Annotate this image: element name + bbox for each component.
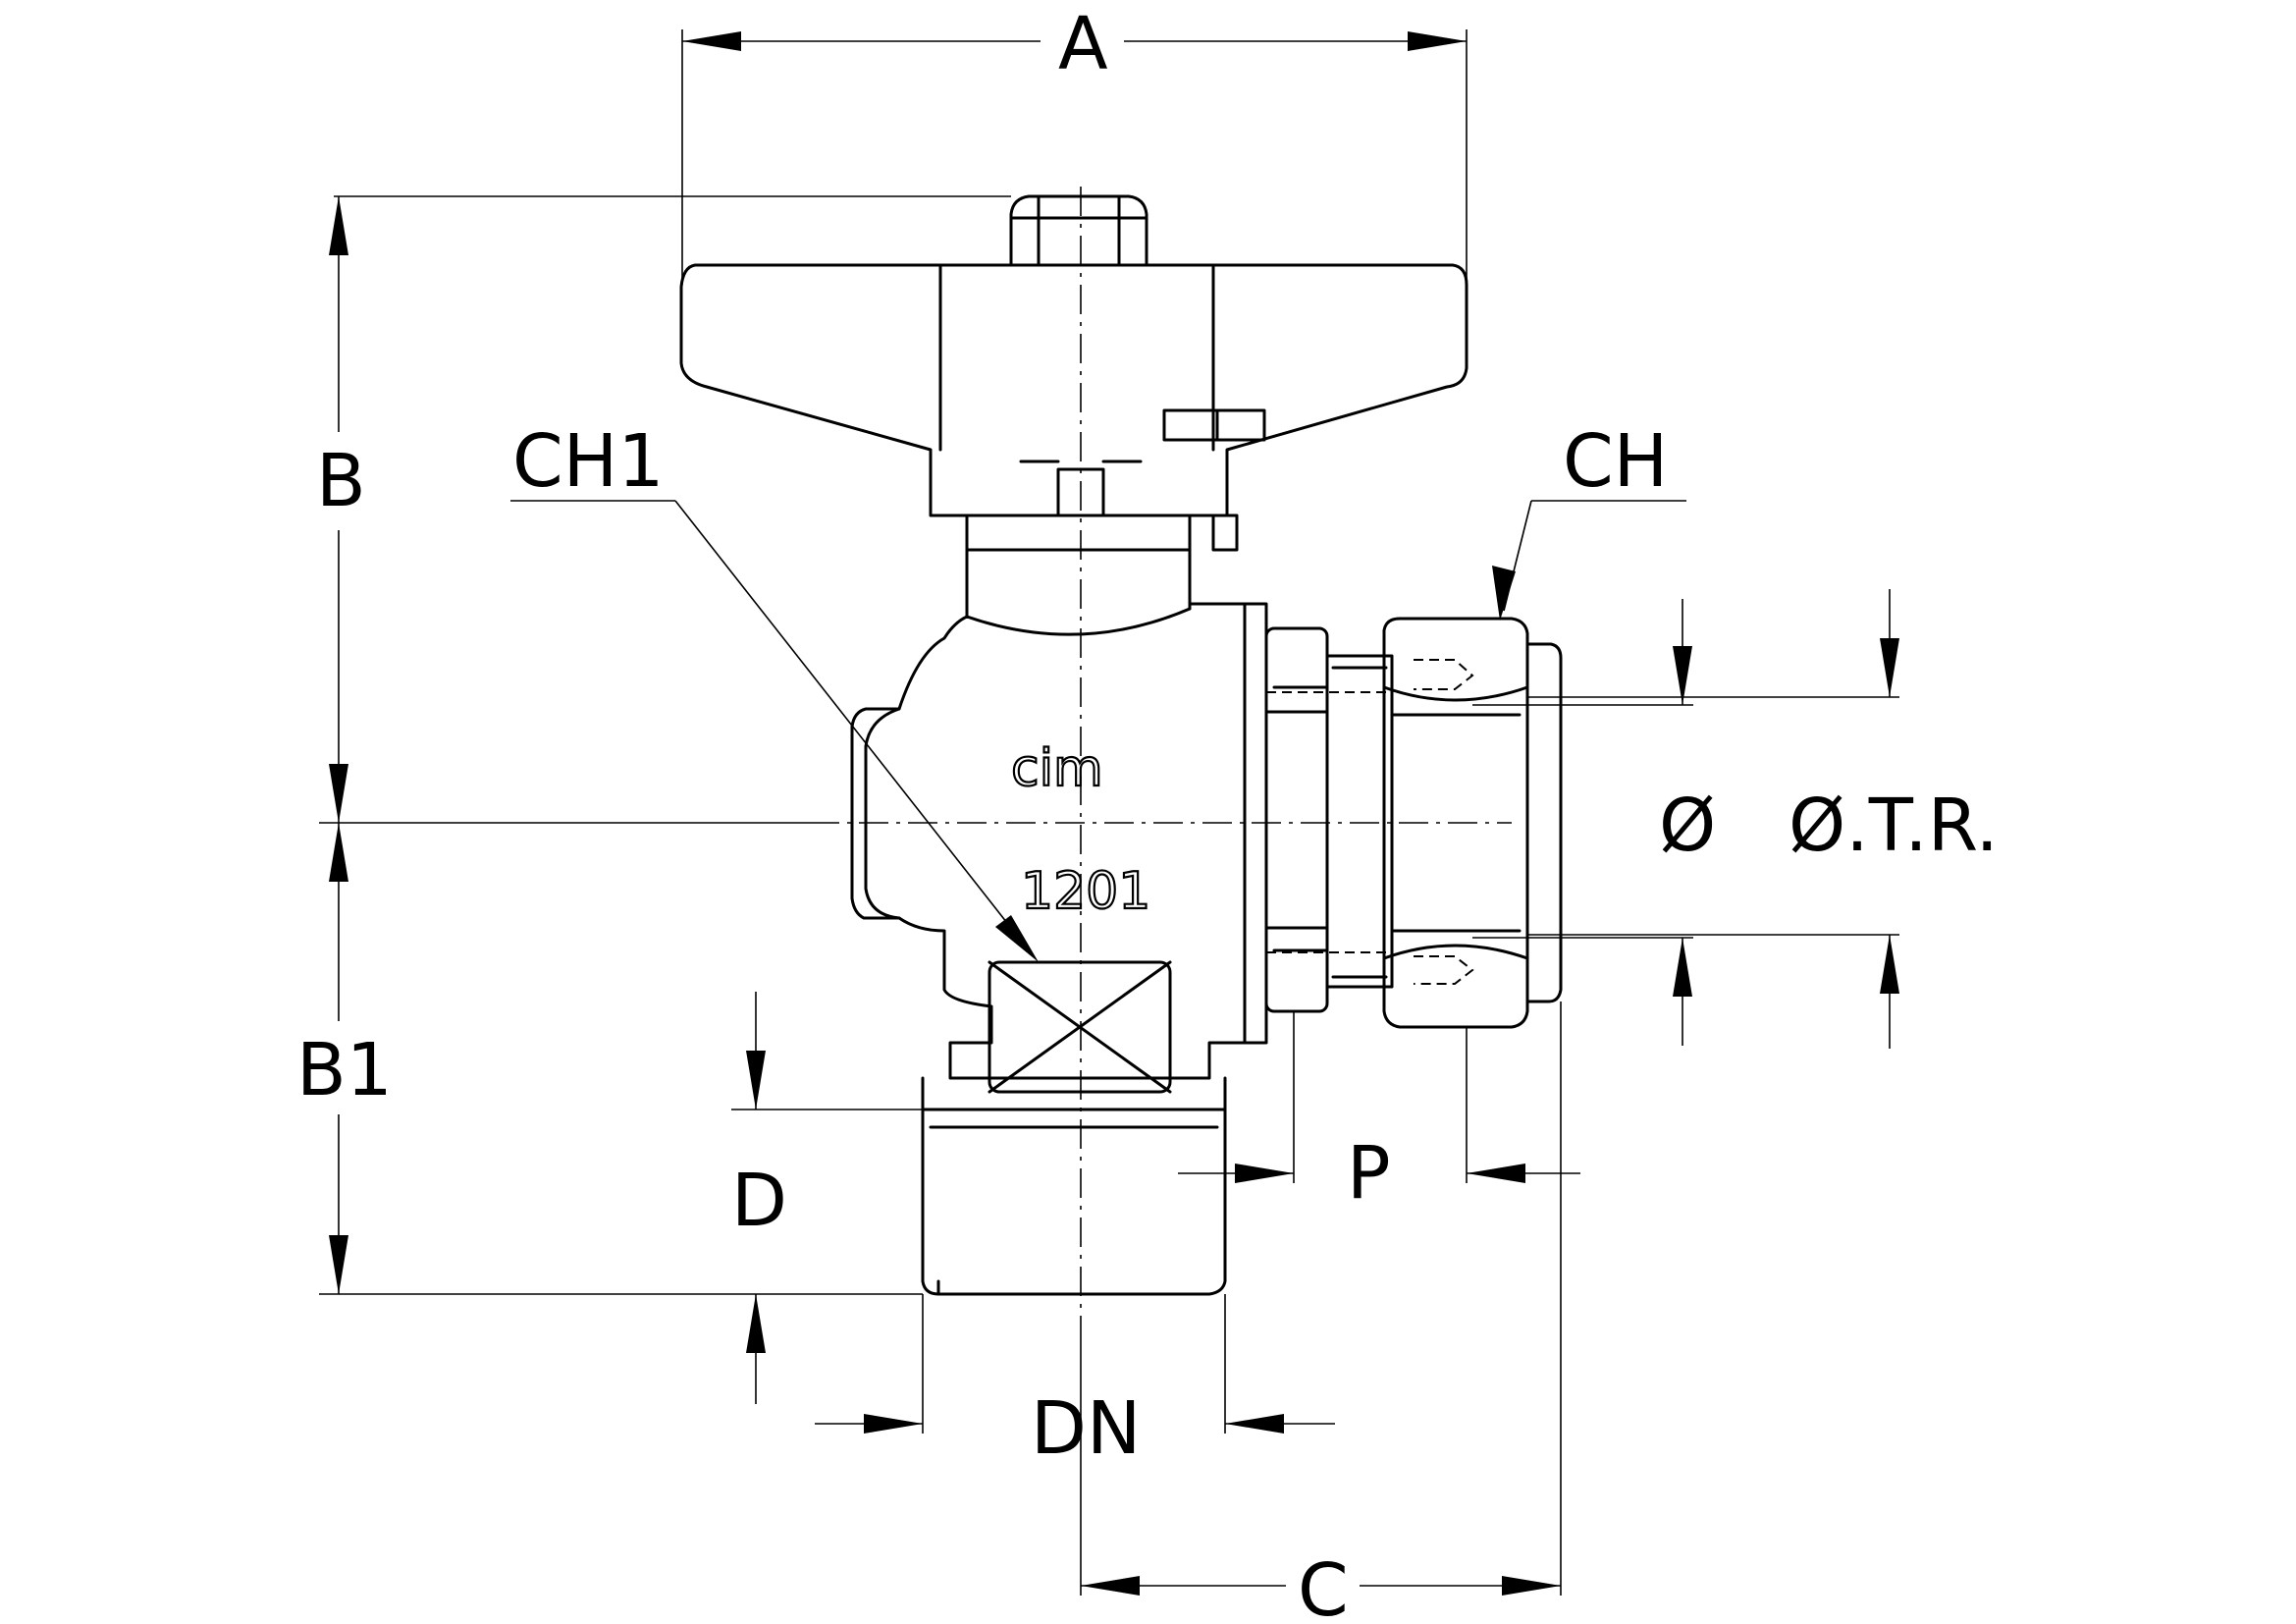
dimension-diameter: [1472, 589, 1899, 1049]
center-lines: [810, 187, 1512, 1316]
top-nut: [1009, 194, 1148, 267]
stem-neck: [965, 514, 1239, 619]
dimension-d: [731, 992, 923, 1404]
label-c: C: [1298, 1548, 1349, 1624]
model-mark: 1201: [1021, 862, 1150, 921]
valve-body: [850, 602, 1329, 1080]
leader-ch1: [510, 500, 1039, 962]
ch1-square-key: [988, 960, 1172, 1094]
label-p: P: [1347, 1131, 1391, 1216]
dimension-b: [319, 195, 1011, 1295]
butterfly-handle: [679, 263, 1468, 517]
compression-fitting: [1266, 617, 1563, 1029]
leader-ch: [1492, 500, 1686, 621]
label-ch1: CH1: [512, 419, 664, 504]
label-a: A: [1058, 2, 1108, 86]
label-otr: Ø.T.R.: [1789, 784, 1999, 868]
label-b1: B1: [296, 1028, 393, 1112]
bottom-thread-connector: [921, 1076, 1227, 1296]
dimension-c: [1080, 1001, 1562, 1596]
label-dn: DN: [1031, 1386, 1141, 1471]
label-b: B: [316, 439, 366, 523]
dimension-a: [681, 29, 1468, 285]
label-phi: Ø: [1659, 784, 1716, 868]
brand-mark: cim: [1011, 739, 1103, 798]
dimension-dn: [815, 1294, 1335, 1434]
label-ch: CH: [1563, 419, 1668, 504]
label-d: D: [731, 1159, 787, 1243]
